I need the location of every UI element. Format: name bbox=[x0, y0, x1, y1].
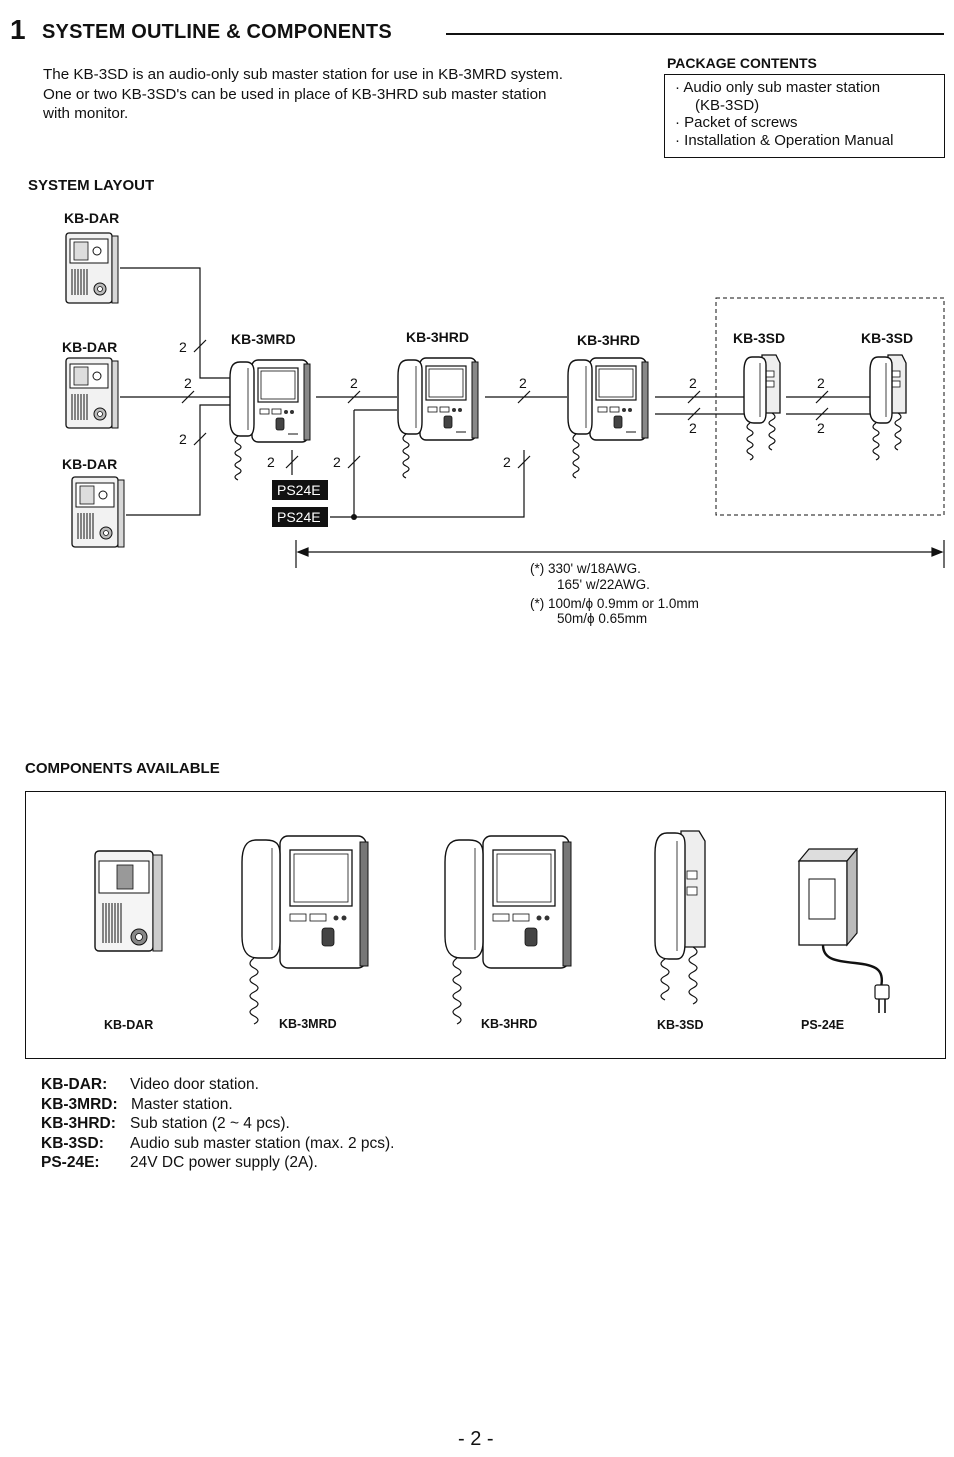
package-item: · Packet of screws bbox=[675, 114, 798, 131]
wire-count: 2 bbox=[333, 454, 341, 470]
intro-line: with monitor. bbox=[43, 105, 129, 122]
distance-note: 165' w/22AWG. bbox=[557, 577, 650, 592]
components-illustrations: KB-DAR KB-3MRD KB-3HRD KB-3SD PS-24E bbox=[94, 830, 890, 1032]
component-label: KB-3HRD bbox=[481, 1017, 537, 1031]
audio-sub-label: KB-3SD bbox=[733, 330, 785, 346]
wire-count: 2 bbox=[267, 454, 275, 470]
door-station-illustration bbox=[71, 476, 125, 548]
junction-dot bbox=[351, 514, 357, 520]
component-label: PS-24E bbox=[801, 1018, 844, 1032]
ps-24e-illustration bbox=[797, 847, 890, 1013]
wire-count: 2 bbox=[179, 431, 187, 447]
page-number: - 2 - bbox=[458, 1428, 494, 1450]
door-station-label: KB-DAR bbox=[64, 210, 119, 226]
wire-count: 2 bbox=[689, 375, 697, 391]
power-supply-label: PS24E bbox=[277, 482, 321, 498]
power-supply-label: PS24E bbox=[277, 509, 321, 525]
intro-line: One or two KB-3SD's can be used in place… bbox=[43, 85, 547, 103]
legend-key: KB-3HRD: bbox=[41, 1115, 116, 1132]
power-supply-badge bbox=[272, 507, 328, 527]
sub-station-label: KB-3HRD bbox=[406, 329, 469, 345]
sub-station-label: KB-3HRD bbox=[577, 332, 640, 348]
legend-key: KB-3SD: bbox=[41, 1134, 104, 1152]
package-contents-box bbox=[664, 74, 945, 158]
door-station-label: KB-DAR bbox=[62, 456, 117, 472]
section-title: SYSTEM OUTLINE & COMPONENTS bbox=[42, 21, 392, 43]
door-station-illustration bbox=[65, 357, 119, 429]
kb-3mrd-illustration bbox=[241, 835, 369, 1025]
package-item: (KB-3SD) bbox=[695, 96, 760, 114]
system-layout-diagram: 2 2 2 2 2 2 2 2 2 2 2 2 PS24E PS24E KB-D… bbox=[62, 210, 945, 626]
package-item: · Audio only sub master station bbox=[675, 79, 881, 96]
distance-note: (*) 330' w/18AWG. bbox=[530, 561, 641, 576]
legend-value: Master station. bbox=[131, 1095, 233, 1113]
sub-station-illustration bbox=[397, 357, 479, 479]
distance-notes: (*) 330' w/18AWG. 165' w/22AWG. (*) 100m… bbox=[530, 561, 699, 626]
package-contents-heading: PACKAGE CONTENTS bbox=[667, 55, 817, 71]
audio-sub-enclosure bbox=[715, 297, 945, 516]
distance-arrow bbox=[295, 540, 945, 568]
system-layout-heading: SYSTEM LAYOUT bbox=[28, 177, 155, 194]
legend-value: Video door station. bbox=[130, 1076, 259, 1093]
package-item: · Installation & Operation Manual bbox=[675, 131, 894, 149]
section-number: 1 bbox=[10, 14, 26, 45]
door-station-illustration bbox=[65, 232, 119, 304]
legend-value: Audio sub master station (max. 2 pcs). bbox=[130, 1134, 395, 1152]
package-contents-list: · Audio only sub master station (KB-3SD)… bbox=[675, 79, 893, 149]
power-supply-badge bbox=[272, 480, 328, 500]
components-box bbox=[25, 791, 946, 1059]
legend-key: PS-24E: bbox=[41, 1154, 100, 1171]
component-label: KB-3SD bbox=[657, 1018, 704, 1032]
wire-count: 2 bbox=[519, 375, 527, 391]
audio-sub-illustration bbox=[743, 354, 781, 461]
distance-note: 50m/ϕ 0.65mm bbox=[557, 611, 647, 626]
wire-count-labels: 2 2 2 2 2 2 2 2 2 2 2 2 bbox=[179, 339, 825, 470]
component-label: KB-DAR bbox=[104, 1018, 153, 1032]
intro-paragraph: The KB-3SD is an audio-only sub master s… bbox=[43, 65, 653, 124]
component-label: KB-3MRD bbox=[279, 1017, 337, 1031]
audio-sub-label: KB-3SD bbox=[861, 330, 913, 346]
section-rule bbox=[446, 33, 944, 35]
legend-value: Sub station (2 ~ 4 pcs). bbox=[130, 1115, 290, 1132]
wire-count: 2 bbox=[350, 375, 358, 391]
sub-station-illustration bbox=[567, 357, 649, 479]
wire-count: 2 bbox=[817, 420, 825, 436]
kb-3sd-illustration bbox=[654, 830, 706, 1005]
audio-sub-illustration bbox=[869, 354, 907, 461]
components-heading: COMPONENTS AVAILABLE bbox=[25, 760, 220, 777]
wire-ticks bbox=[181, 339, 829, 469]
wire-count: 2 bbox=[179, 339, 187, 355]
master-station-label: KB-3MRD bbox=[231, 331, 296, 347]
kb-dar-illustration bbox=[94, 850, 163, 952]
wire-count: 2 bbox=[503, 454, 511, 470]
door-station-label: KB-DAR bbox=[62, 339, 117, 355]
distance-note: (*) 100m/ϕ 0.9mm or 1.0mm bbox=[530, 596, 699, 611]
legend-key: KB-3MRD: bbox=[41, 1095, 118, 1113]
wire-count: 2 bbox=[817, 375, 825, 391]
kb-3hrd-illustration bbox=[444, 835, 572, 1025]
intro-line: The KB-3SD is an audio-only sub master s… bbox=[43, 66, 563, 83]
legend-value: 24V DC power supply (2A). bbox=[130, 1154, 318, 1171]
wire-count: 2 bbox=[184, 375, 192, 391]
legend-key: KB-DAR: bbox=[41, 1076, 108, 1093]
wire-count: 2 bbox=[689, 420, 697, 436]
